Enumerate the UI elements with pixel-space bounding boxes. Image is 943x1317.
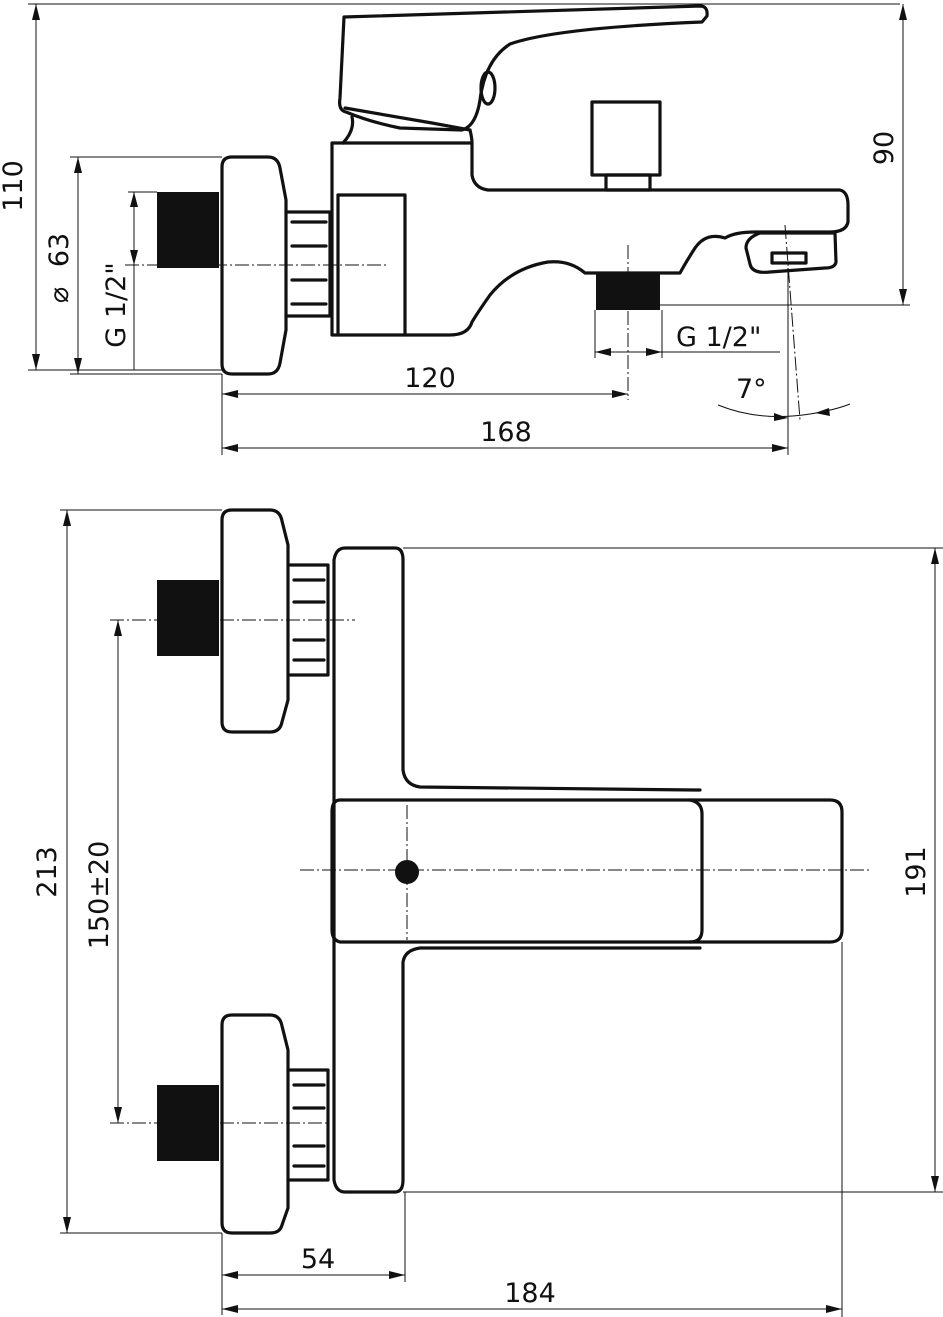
dim-side-height-spout: 90	[869, 131, 900, 165]
top-flange-lower	[220, 1013, 290, 1235]
side-diverter-knob	[590, 100, 662, 177]
dim-side-height-total: 110	[0, 160, 29, 212]
dim-side-thread-inlet: G 1/2"	[101, 262, 132, 347]
dim-top-depth-body: 54	[301, 1244, 335, 1275]
top-flange-upper	[220, 508, 290, 734]
dim-side-diameter-symbol: ⌀	[44, 287, 75, 303]
dim-top-spout-width: 191	[901, 846, 932, 898]
side-mixer-body	[330, 141, 850, 337]
side-lever-handle	[338, 4, 709, 132]
top-eccentric-upper	[286, 563, 330, 677]
side-aerator	[744, 231, 838, 274]
top-inlet-thread-upper	[157, 580, 219, 656]
dim-top-center-distance: 150±20	[84, 841, 115, 950]
top-eccentric-lower	[286, 1068, 330, 1182]
dim-side-length-spout: 168	[480, 417, 532, 448]
top-mixer-body	[332, 546, 702, 1194]
top-view: 213 150±20 191 54 184	[32, 508, 943, 1317]
side-cartridge-cap	[341, 115, 474, 145]
side-inlet-thread	[157, 192, 219, 268]
dim-side-length-outlet: 120	[404, 363, 456, 394]
dim-side-diameter: 63	[44, 233, 75, 267]
dim-side-thread-outlet: G 1/2"	[676, 322, 761, 353]
dim-top-depth-total: 184	[504, 1278, 556, 1309]
dim-side-angle: 7°	[736, 374, 767, 405]
side-eccentric	[284, 210, 332, 318]
top-spout	[330, 798, 844, 944]
side-wall-flange	[220, 155, 288, 376]
side-view: 110 ⌀ 63 G 1/2" 90 G 1/2" 120	[0, 3, 910, 455]
dim-top-height-total: 213	[32, 846, 63, 898]
